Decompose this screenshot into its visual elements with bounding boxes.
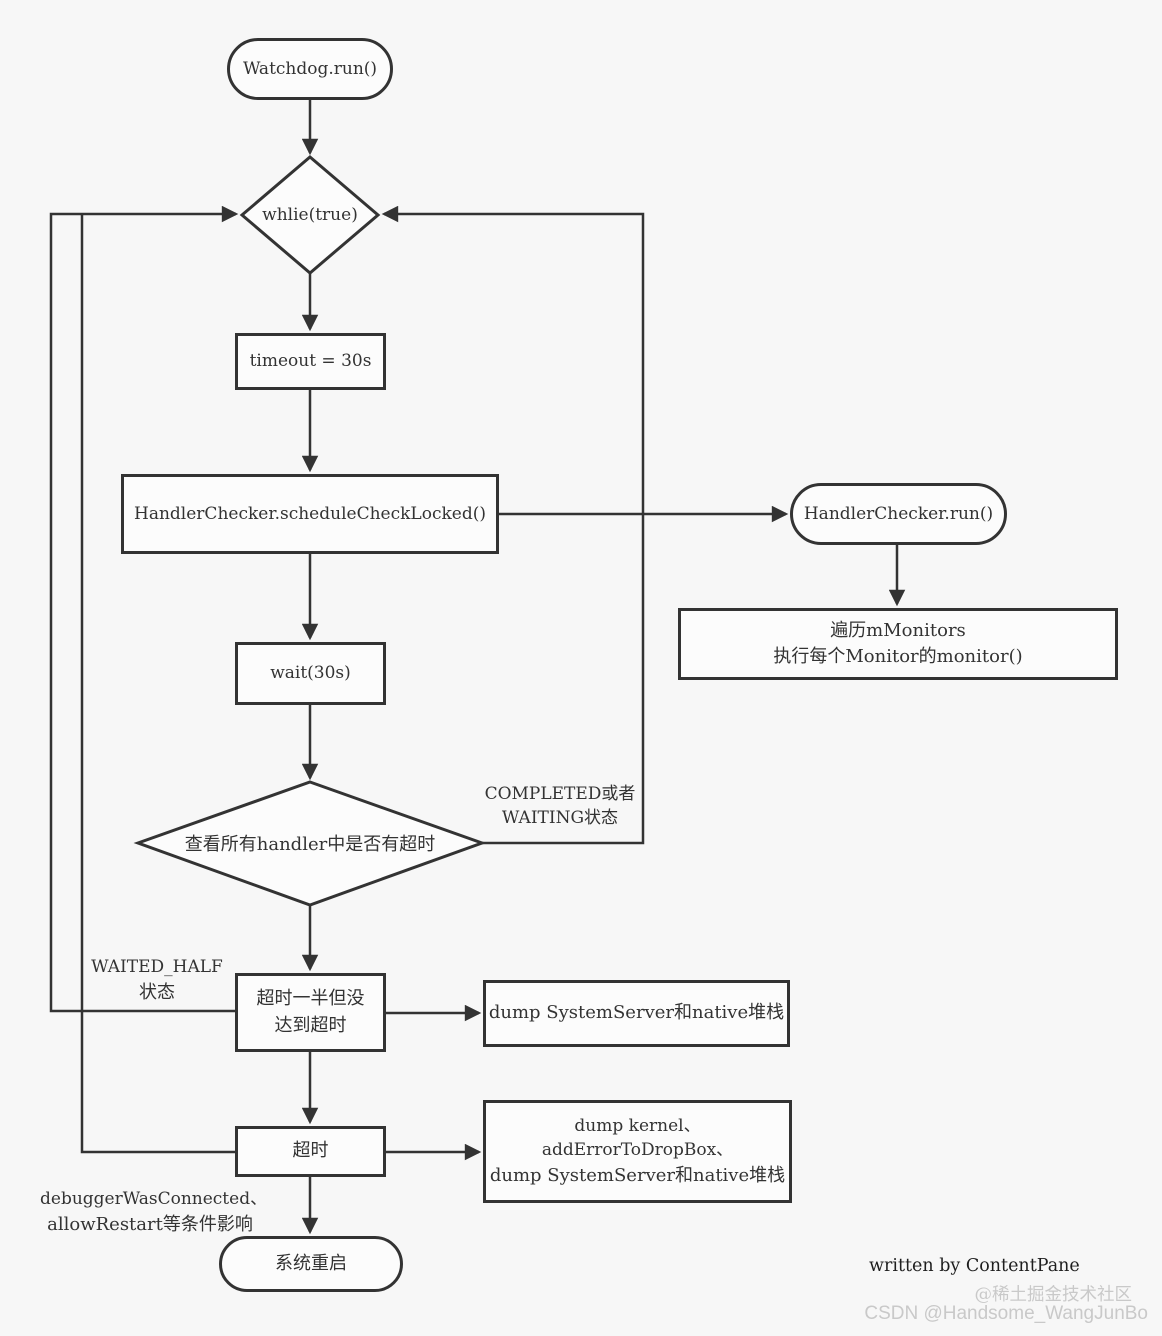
edge-label-completed-line1: COMPLETED或者: [484, 784, 636, 804]
node-dump-native: dump SystemServer和native堆栈: [483, 980, 790, 1047]
node-watchdog-run-label: Watchdog.run(): [242, 58, 378, 79]
watermark-csdn: CSDN @Handsome_WangJunBo: [864, 1303, 1148, 1324]
node-schedule-check: HandlerChecker.scheduleCheckLocked(): [121, 474, 499, 554]
edge-label-debugger-line1: debuggerWasConnected、: [40, 1189, 268, 1209]
node-timeout-box-label: 超时: [292, 1140, 329, 1162]
edge-label-waited-half-line1: WAITED_HALF: [91, 957, 223, 977]
node-dump-kernel-line2: addErrorToDropBox、: [541, 1140, 734, 1161]
edge-waitedhalf-to-while-feedback: [49, 205, 239, 1013]
node-waited-half-line2: 达到超时: [274, 1014, 347, 1036]
node-handler-run-label: HandlerChecker.run(): [803, 503, 994, 524]
edge-label-completed: COMPLETED或者 WAITING状态: [470, 783, 650, 831]
edge-check-to-while-feedback: [381, 205, 645, 845]
node-restart: 系统重启: [219, 1236, 403, 1292]
node-waited-half: 超时一半但没 达到超时: [235, 973, 386, 1052]
node-monitors-line1: 遍历mMonitors: [830, 619, 966, 641]
edge-label-debugger: debuggerWasConnected、 allowRestart等条件影响: [40, 1188, 268, 1237]
node-monitors-line2: 执行每个Monitor的monitor(): [773, 646, 1023, 667]
node-wait-30s-label: wait(30s): [270, 663, 351, 684]
node-while-true-label: whlie(true): [262, 205, 358, 225]
edge-label-waited-half-line2: 状态: [139, 981, 175, 1003]
edge-timeoutbox-to-while-feedback: [80, 214, 235, 1154]
edge-label-waited-half: WAITED_HALF 状态: [86, 956, 228, 1005]
node-watchdog-run: Watchdog.run(): [227, 38, 393, 100]
watermark-juejin: @稀土掘金技术社区: [974, 1285, 1133, 1305]
node-check-timeout-label: 查看所有handler中是否有超时: [184, 834, 436, 855]
node-restart-label: 系统重启: [275, 1252, 347, 1274]
node-handler-run: HandlerChecker.run(): [790, 483, 1007, 545]
node-timeout-box: 超时: [235, 1126, 386, 1177]
node-timeout-30s: timeout = 30s: [235, 333, 386, 390]
node-monitors: 遍历mMonitors 执行每个Monitor的monitor(): [678, 608, 1118, 680]
node-timeout-30s-label: timeout = 30s: [249, 351, 372, 372]
check-timeout-diamond: [133, 780, 487, 907]
node-dump-kernel: dump kernel、 addErrorToDropBox、 dump Sys…: [483, 1100, 792, 1203]
node-dump-kernel-line1: dump kernel、: [574, 1115, 701, 1136]
node-wait-30s: wait(30s): [235, 642, 386, 705]
node-dump-kernel-line3: dump SystemServer和native堆栈: [489, 1165, 786, 1187]
node-dump-native-label: dump SystemServer和native堆栈: [488, 1002, 785, 1024]
watermark-author: written by ContentPane: [869, 1256, 1080, 1276]
while-true-diamond: [239, 155, 381, 275]
edge-label-completed-line2: WAITING状态: [501, 807, 619, 828]
node-waited-half-line1: 超时一半但没: [256, 988, 365, 1010]
node-schedule-check-label: HandlerChecker.scheduleCheckLocked(): [134, 503, 486, 524]
edge-label-debugger-line2: allowRestart等条件影响: [47, 1213, 253, 1235]
